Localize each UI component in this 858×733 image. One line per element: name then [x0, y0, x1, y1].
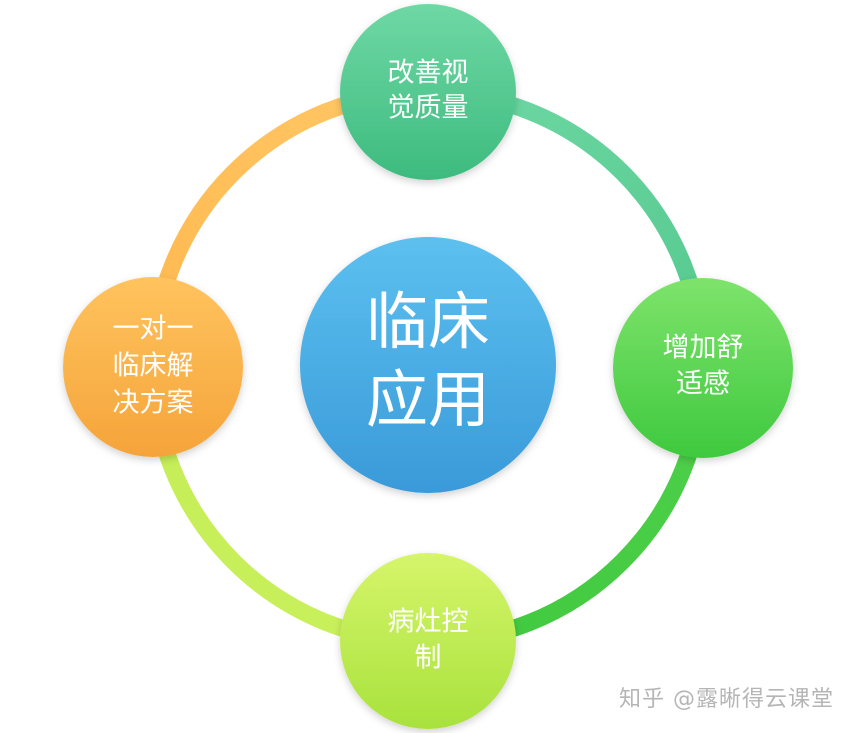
- node-one-on-one-solution: 一对一 临床解 决方案: [63, 277, 243, 457]
- center-label-line-1: 临床: [366, 285, 490, 358]
- node-left-label-line-3: 决方案: [113, 388, 194, 419]
- node-increase-comfort: 增加舒 适感: [613, 278, 793, 458]
- node-bottom-label-line-1: 病灶控: [388, 607, 469, 638]
- center-node: 临床 应用: [300, 237, 556, 493]
- node-left-label-line-1: 一对一: [113, 314, 194, 345]
- node-top-label-line-1: 改善视: [388, 58, 469, 89]
- node-right-label-line-1: 增加舒: [663, 333, 744, 364]
- center-label-line-2: 应用: [366, 363, 490, 436]
- watermark: 知乎 @露晰得云课堂: [619, 687, 834, 712]
- node-left-label-line-2: 临床解: [113, 351, 194, 382]
- node-bottom-label-line-2: 制: [415, 643, 442, 674]
- node-lesion-control: 病灶控 制: [340, 553, 516, 729]
- node-right-label-line-2: 适感: [676, 369, 730, 400]
- node-top-label-line-2: 觉质量: [388, 93, 469, 124]
- node-improve-visual-quality: 改善视 觉质量: [340, 4, 516, 180]
